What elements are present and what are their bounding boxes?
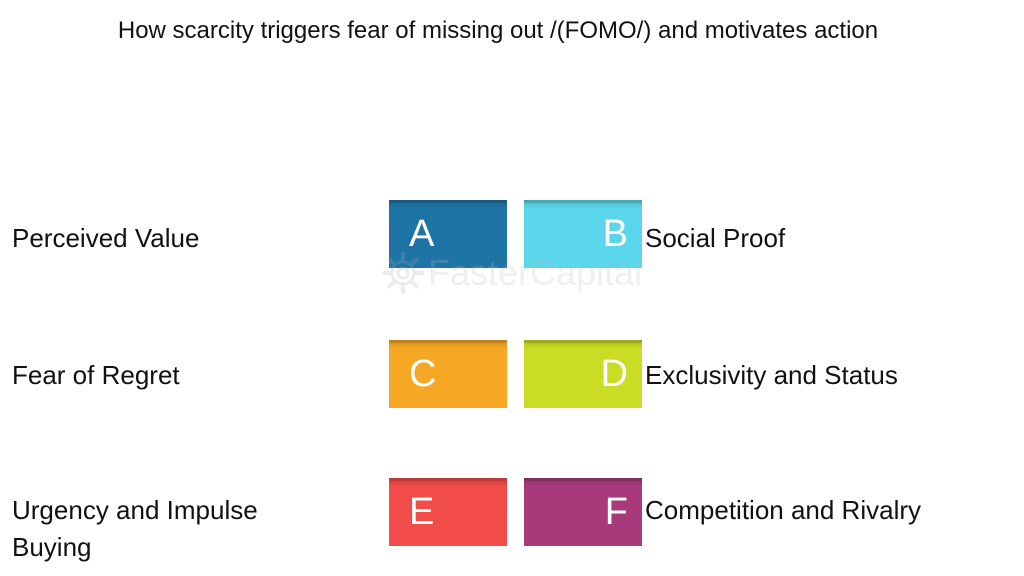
label-f: Competition and Rivalry bbox=[645, 495, 922, 525]
diagram-title: How scarcity triggers fear of missing ou… bbox=[117, 17, 879, 44]
tile-f: F bbox=[524, 478, 642, 546]
label-c: Fear of Regret bbox=[12, 360, 180, 390]
tile-b: B bbox=[524, 200, 642, 268]
watermark-text: FasterCapital bbox=[428, 252, 643, 293]
watermark-logo: FasterCapital bbox=[380, 250, 660, 298]
tile-d: D bbox=[524, 340, 642, 408]
tile-e: E bbox=[389, 478, 507, 546]
label-a: Perceived Value bbox=[12, 223, 200, 253]
tile-a: A bbox=[389, 200, 507, 268]
tile-c: C bbox=[389, 340, 507, 408]
label-d: Exclusivity and Status bbox=[645, 360, 898, 390]
gear-icon bbox=[382, 252, 424, 294]
label-e: Urgency and Impulse Buying bbox=[12, 495, 258, 562]
label-b: Social Proof bbox=[645, 223, 786, 253]
